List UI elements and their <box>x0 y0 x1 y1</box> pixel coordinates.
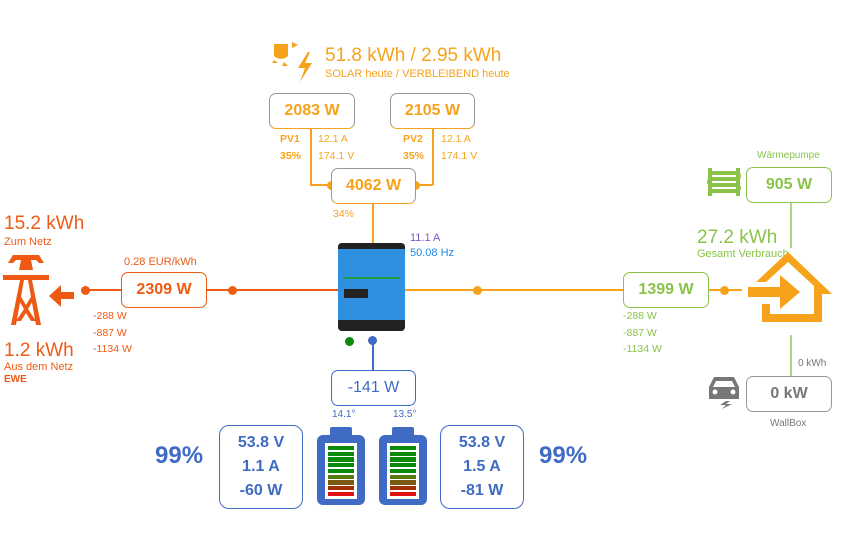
pv2-label: PV2 <box>403 133 423 145</box>
house-import-icon <box>748 252 832 322</box>
status-dot <box>344 336 354 346</box>
solar-icon <box>272 42 312 82</box>
inverter-image[interactable] <box>338 243 405 331</box>
wallbox-energy: 0 kWh <box>798 358 827 369</box>
grid-provider: EWE <box>4 374 27 385</box>
consumption-phase-1: -288 W <box>623 310 657 322</box>
grid-power-box[interactable]: 2309 W <box>121 272 207 308</box>
battery-right-current: 1.5 A <box>463 458 501 475</box>
grid-flow-dot <box>227 285 237 295</box>
grid-price: 0.28 EUR/kWh <box>124 256 197 268</box>
consumption-power-box[interactable]: 1399 W <box>623 272 709 308</box>
pv1-power-box[interactable]: 2083 W <box>269 93 355 129</box>
car-charging-icon <box>709 377 739 409</box>
battery-right-icon[interactable] <box>379 427 427 505</box>
battery-left-panel[interactable]: 53.8 V 1.1 A -60 W <box>219 425 303 509</box>
pv2-percent: 35% <box>403 149 425 162</box>
battery-right-panel[interactable]: 53.8 V 1.5 A -81 W <box>440 425 524 509</box>
battery-power-box[interactable]: -141 W <box>331 370 416 406</box>
battery-left-soc: 99% <box>155 442 204 469</box>
solar-subtitle: SOLAR heute / VERBLEIBEND heute <box>325 68 510 80</box>
grid-import-energy: 1.2 kWh <box>4 340 74 361</box>
battery-left-voltage: 53.8 V <box>237 434 285 451</box>
battery-left-icon[interactable] <box>317 427 365 505</box>
pv1-label: PV1 <box>280 133 300 145</box>
solar-sum-box[interactable]: 4062 W <box>331 168 416 204</box>
battery-left-power: -60 W <box>239 482 283 499</box>
solar-sum-percent: 34% <box>333 208 355 220</box>
consumption-label: Gesamt Verbrauch <box>697 248 789 260</box>
heater-icon <box>707 168 741 196</box>
solar-total: 51.8 kWh / 2.95 kWh <box>325 45 502 66</box>
pv1-current: 12.1 A <box>318 133 348 145</box>
battery-right-soc: 99% <box>539 442 588 469</box>
inverter-frequency: 50.08 Hz <box>410 247 455 259</box>
consumption-phase-2: -887 W <box>623 326 657 339</box>
pv2-current: 12.1 A <box>441 133 471 145</box>
heatpump-power-box[interactable]: 905 W <box>746 167 832 203</box>
battery-right-temp: 13.5° <box>393 409 417 420</box>
battery-left-temp: 14.1° <box>332 409 356 420</box>
inverter-current: 11.1 A <box>410 232 441 244</box>
grid-export-label: Zum Netz <box>4 236 52 248</box>
pv2-voltage: 174.1 V <box>441 149 478 162</box>
grid-flow-dot <box>80 285 90 295</box>
heatpump-label: Wärmepumpe <box>757 150 820 161</box>
pv2-power-box[interactable]: 2105 W <box>390 93 475 129</box>
battery-right-power: -81 W <box>460 482 504 499</box>
battery-left-current: 1.1 A <box>242 458 280 475</box>
power-tower-icon <box>3 255 74 325</box>
grid-import-label: Aus dem Netz <box>4 361 74 373</box>
battery-right-voltage: 53.8 V <box>458 434 506 451</box>
pv1-percent: 35% <box>280 149 302 162</box>
consumption-phase-3: -1134 W <box>623 343 662 355</box>
wallbox-label: WallBox <box>770 418 807 429</box>
grid-phase-3: -1134 W <box>93 343 132 355</box>
consumption-total: 27.2 kWh <box>697 227 778 248</box>
grid-export-energy: 15.2 kWh <box>4 213 85 234</box>
grid-phase-2: -887 W <box>93 326 127 339</box>
wallbox-power-box[interactable]: 0 kW <box>746 376 832 412</box>
grid-phase-1: -288 W <box>93 310 127 322</box>
pv1-voltage: 174.1 V <box>318 149 355 162</box>
